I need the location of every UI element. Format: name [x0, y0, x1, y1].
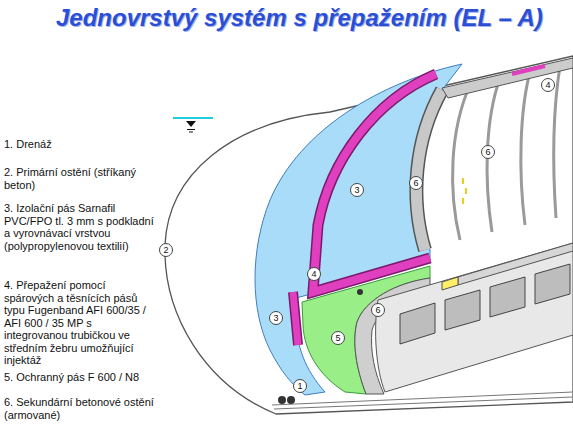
lining-ring	[453, 85, 470, 240]
joint-strip	[293, 292, 298, 345]
joint-strip	[512, 66, 545, 74]
water-level	[173, 117, 213, 119]
drain-pipe	[357, 289, 363, 295]
callout-number: 4	[541, 78, 555, 92]
legend-list-item: 3. Izolační pás Sarnafil PVC/FPO tl. 3 m…	[4, 202, 156, 252]
crown-lining	[442, 58, 573, 98]
lining-ring	[521, 72, 530, 225]
curb-block	[442, 277, 458, 290]
callout-number: 3	[269, 311, 283, 325]
joint-strip-outline	[313, 74, 436, 292]
lining-ring	[554, 66, 560, 218]
legend-list-item: 4. Přepažení pomocí spárových a těsnícíc…	[4, 279, 156, 367]
legend-list-item: 6. Sekundární betonové ostění (armované)	[4, 396, 156, 421]
legend-list-item: 1. Drenáž	[4, 138, 156, 151]
legend-list-item: 5. Ochranný pás F 600 / N8	[4, 371, 156, 384]
lining-ring-outline	[416, 90, 442, 250]
slab-void	[490, 277, 525, 317]
injection-mark	[463, 178, 466, 204]
joint-strip	[313, 74, 436, 292]
joint-strip-outline	[293, 292, 298, 345]
water-level-mark	[187, 130, 195, 133]
callout-number: 6	[409, 176, 423, 190]
lining-ring	[416, 90, 442, 250]
callout-number: 5	[331, 331, 345, 345]
callout-number: 6	[371, 303, 385, 317]
callout-number: 1	[293, 379, 307, 393]
callout-number: 4	[307, 267, 321, 281]
drainage-channel	[272, 392, 573, 409]
drain-pipe	[278, 396, 286, 404]
slab-void	[400, 303, 435, 344]
road-slab	[376, 243, 573, 392]
callout-number: 2	[159, 243, 173, 257]
primary-lining	[165, 56, 573, 414]
legend-list-item: 2. Primární ostění (stříkaný beton)	[4, 166, 156, 191]
diagram-title: Jednovrstvý systém s přepažením (EL – A)	[56, 4, 543, 32]
callout-number: 6	[481, 145, 495, 159]
slab-void	[445, 290, 480, 330]
callout-number: 3	[350, 183, 364, 197]
curb-beam	[458, 243, 573, 285]
slab-void	[535, 264, 570, 304]
drain-pipe	[287, 396, 295, 404]
water-level-mark	[186, 121, 196, 127]
